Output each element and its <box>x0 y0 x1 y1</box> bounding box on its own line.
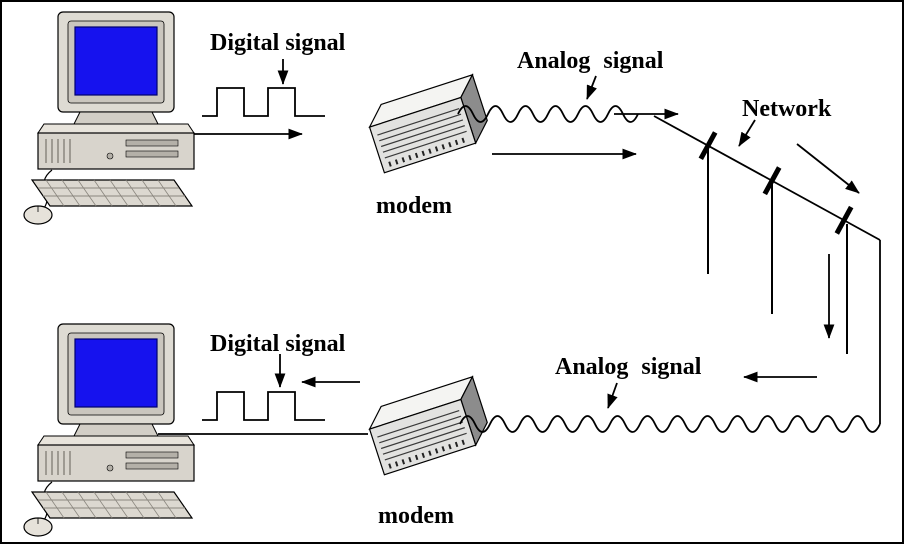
computer-icon-bottom <box>23 323 195 537</box>
label-network: Network <box>742 96 832 122</box>
digital-wave-top <box>202 87 325 117</box>
digital-wave-bottom <box>202 391 325 421</box>
arrow-analog-label-bottom <box>607 382 618 409</box>
modem-icon-top <box>363 73 494 174</box>
network-tick-marks <box>698 131 854 235</box>
network-drop-lines <box>707 148 848 354</box>
computer-icon-top <box>23 11 195 225</box>
arrow-analog-label-top <box>586 75 597 100</box>
label-analog-signal-bottom: Analog signal <box>555 354 702 380</box>
analog-wave-bottom <box>459 415 881 433</box>
arrow-network-label <box>738 119 756 147</box>
label-digital-signal-bottom: Digital signal <box>210 331 346 357</box>
label-digital-signal-top: Digital signal <box>210 30 346 56</box>
analog-wave-top <box>457 105 639 123</box>
label-analog-signal-top: Analog signal <box>517 48 664 74</box>
label-modem-bottom: modem <box>378 503 454 529</box>
label-modem-top: modem <box>376 193 452 219</box>
arrow-network-parallel <box>796 143 860 194</box>
modem-icon-bottom <box>363 375 494 476</box>
